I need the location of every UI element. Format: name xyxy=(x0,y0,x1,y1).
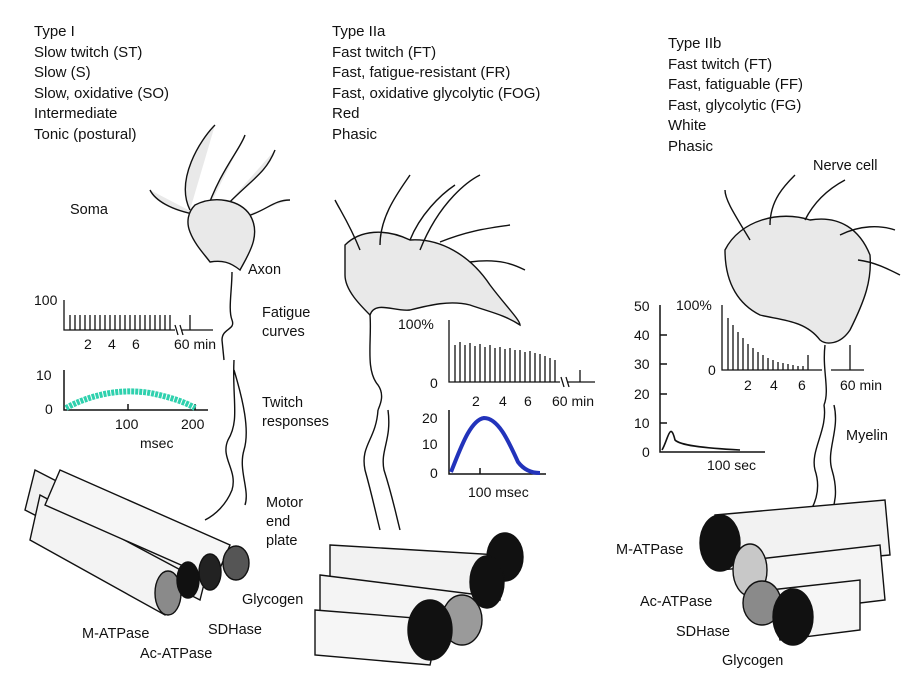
fatigue3-x-tick: 60 min xyxy=(840,377,883,393)
twitch1-curve xyxy=(64,388,197,411)
m-atpase-label: M-ATPase xyxy=(616,542,684,558)
fatigue2-y-tick: 100% xyxy=(398,316,434,332)
fatigue2-y-tick: 0 xyxy=(430,375,438,391)
motor-end-plate-line: plate xyxy=(266,533,298,549)
twitch-responses-line: Twitch xyxy=(262,395,304,411)
fatigue1-x-tick: 4 xyxy=(108,336,116,352)
glycogen-label: Glycogen xyxy=(242,592,304,608)
twitch3-y-tick: 30 xyxy=(634,356,650,372)
twitch1-x-unit: msec xyxy=(140,435,174,451)
type2b-column: Type IIb Fast twitch (FT) Fast, fatiguab… xyxy=(668,34,803,157)
fatigue2-bars xyxy=(448,320,595,388)
nerve-cell-label: Nerve cell xyxy=(813,158,878,174)
fatigue2-x-tick: 2 xyxy=(472,393,480,409)
fatigue3-y-tick: 0 xyxy=(708,362,716,378)
twitch1-y-tick: 10 xyxy=(36,367,52,383)
twitch3-y-tick: 20 xyxy=(634,386,650,402)
type1-muscle xyxy=(24,468,250,616)
twitch3-y-tick: 0 xyxy=(642,444,650,460)
type1-title: Type I xyxy=(34,23,75,40)
type2b-line: Fast, glycolytic (FG) xyxy=(668,96,802,114)
fatigue2-x-tick: 4 xyxy=(499,393,507,409)
fatigue2-x-tick: 6 xyxy=(524,393,532,409)
type1-line: Slow, oxidative (SO) xyxy=(34,84,170,102)
type1-neuron xyxy=(149,124,291,361)
type2a-muscle xyxy=(314,532,524,666)
twitch-responses-line: responses xyxy=(262,414,329,430)
fatigue3-x-tick: 6 xyxy=(798,377,806,393)
type1-line: Tonic (postural) xyxy=(34,125,137,143)
twitch3-y-tick: 10 xyxy=(634,415,650,431)
motor-end-plate-line: end xyxy=(266,514,291,530)
type1-column: Type I Slow twitch (ST) Slow (S) Slow, o… xyxy=(34,22,169,145)
type2a-column: Type IIa Fast twitch (FT) Fast, fatigue-… xyxy=(332,22,540,145)
motor-end-plate-line: Motor xyxy=(266,495,304,511)
twitch3-y-tick: 50 xyxy=(634,298,650,314)
twitch3-axes xyxy=(659,305,765,453)
sdhase-label: SDHase xyxy=(208,622,262,638)
twitch1-x-tick: 100 xyxy=(115,416,139,432)
type2b-line: Fast, fatiguable (FF) xyxy=(668,76,804,93)
fatigue3-x-tick: 4 xyxy=(770,377,778,393)
type2b-title: Type IIb xyxy=(668,35,722,52)
twitch-responses-label: Twitch responses xyxy=(262,394,329,432)
motor-end-plate-label: Motor end plate xyxy=(266,494,303,551)
soma-label: Soma xyxy=(70,202,108,218)
ac-atpase-label: Ac-ATPase xyxy=(640,594,713,610)
twitch1-y-tick: 0 xyxy=(45,401,53,417)
fatigue1-bars xyxy=(63,300,213,336)
type2a-neuron xyxy=(334,174,526,411)
sdhase-label: SDHase xyxy=(676,624,730,640)
type2a-line: Fast, oxidative glycolytic (FOG) xyxy=(332,84,541,102)
axon-label: Axon xyxy=(248,262,282,278)
fatigue3-y-tick: 100% xyxy=(676,297,712,313)
twitch3-cover xyxy=(672,325,762,435)
fatigue3-bars xyxy=(721,305,864,371)
twitch2-y-tick: 20 xyxy=(422,410,438,426)
fatigue2-x-tick: 60 min xyxy=(552,393,595,409)
twitch3-y-tick: 40 xyxy=(634,327,650,343)
twitch2-axes xyxy=(448,410,546,475)
type2b-line: Phasic xyxy=(668,137,714,155)
fatigue1-x-tick: 6 xyxy=(132,336,140,352)
ac-atpase-label: Ac-ATPase xyxy=(140,646,213,662)
type2b-muscle xyxy=(699,499,891,646)
twitch2-x-tick: 100 msec xyxy=(468,484,529,500)
fatigue3-x-tick: 2 xyxy=(744,377,752,393)
myelin-label: Myelin xyxy=(846,428,888,444)
fatigue1-x-tick: 60 min xyxy=(174,336,217,352)
fatigue-curves-label: Fatigue curves xyxy=(262,304,310,342)
fatigue1-x-tick: 2 xyxy=(84,336,92,352)
type2a-line: Phasic xyxy=(332,125,378,143)
twitch1-x-tick: 200 xyxy=(181,416,205,432)
type2a-line: Fast, fatigue-resistant (FR) xyxy=(332,64,511,81)
twitch2-curve xyxy=(449,415,541,475)
fatigue1-y-label: 100 xyxy=(34,292,58,308)
twitch3-trace xyxy=(661,430,741,451)
twitch3-x-tick: 100 sec xyxy=(707,457,757,473)
fatigue-curves-line: curves xyxy=(262,324,305,340)
m-atpase-label: M-ATPase xyxy=(82,626,150,642)
twitch2-y-tick: 0 xyxy=(430,465,438,481)
type1-line: Slow (S) xyxy=(34,64,91,81)
type1-line: Intermediate xyxy=(34,105,118,122)
type2b-line: Fast twitch (FT) xyxy=(668,55,773,73)
type1-line: Slow twitch (ST) xyxy=(34,43,143,61)
type2b-line: White xyxy=(668,117,707,134)
twitch2-y-tick: 10 xyxy=(422,436,438,452)
type2a-title: Type IIa xyxy=(332,23,386,40)
type2b-neuron xyxy=(724,174,901,406)
fatigue-curves-line: Fatigue xyxy=(262,305,311,321)
glycogen-label: Glycogen xyxy=(722,653,784,669)
type2a-line: Red xyxy=(332,105,360,122)
type2a-line: Fast twitch (FT) xyxy=(332,43,437,61)
